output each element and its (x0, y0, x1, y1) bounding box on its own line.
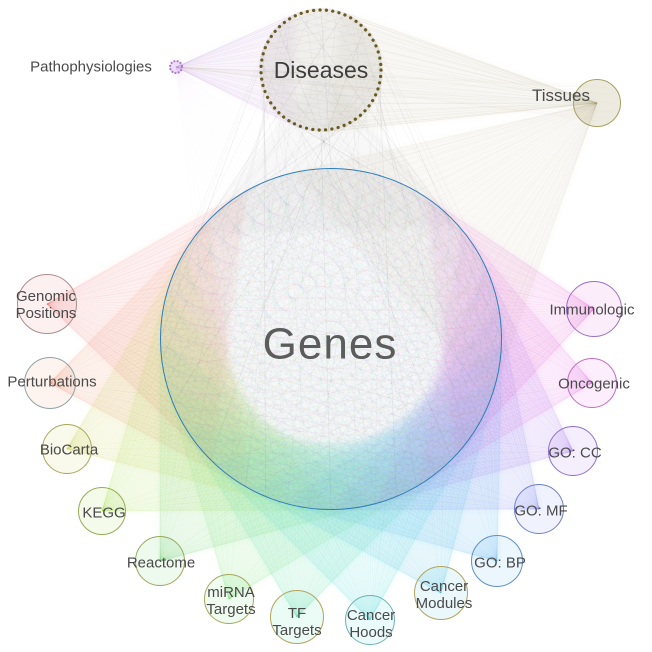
node-cancer-hoods[interactable] (345, 595, 395, 645)
node-mirna-targets[interactable] (204, 574, 254, 624)
node-oncogenic[interactable] (567, 358, 617, 408)
genes-node[interactable] (160, 168, 502, 510)
node-genomic-positions[interactable] (17, 274, 77, 334)
diseases-node[interactable] (259, 8, 383, 132)
pathophysiologies-node[interactable] (167, 58, 185, 76)
node-biocarta[interactable] (42, 424, 92, 474)
label-genomic-positions[interactable]: Genomic Positions (15, 287, 77, 322)
node-reactome[interactable] (135, 536, 185, 586)
tissues-label[interactable]: Tissues (532, 86, 590, 106)
label-immunologic[interactable]: Immunologic (549, 301, 635, 319)
label-cancer-modules[interactable]: Cancer Modules (415, 577, 473, 612)
label-kegg[interactable]: KEGG (82, 504, 126, 522)
diseases-label[interactable]: Diseases (273, 56, 369, 83)
node-kegg[interactable] (78, 487, 126, 535)
node-go-mf[interactable] (514, 484, 564, 534)
tissues-node[interactable] (573, 79, 621, 127)
pathophysiologies-dotted-ring (168, 59, 184, 75)
node-tf-targets[interactable] (270, 590, 324, 644)
label-cancer-hoods[interactable]: Cancer Hoods (346, 606, 396, 641)
node-cancer-modules[interactable] (414, 566, 468, 620)
label-go-mf[interactable]: GO: MF (514, 502, 568, 520)
label-tf-targets[interactable]: TF Targets (272, 604, 322, 639)
node-perturbations[interactable] (24, 357, 76, 409)
node-immunologic[interactable] (566, 281, 622, 337)
pathophysiologies-label[interactable]: Pathophysiologies (30, 58, 152, 76)
genes-label[interactable]: Genes (262, 319, 398, 369)
label-mirna-targets[interactable]: miRNA Targets (206, 583, 256, 618)
label-oncogenic[interactable]: Oncogenic (558, 375, 630, 393)
diseases-dotted-ring (259, 8, 383, 132)
label-perturbations[interactable]: Perturbations (7, 373, 97, 391)
label-go-bp[interactable]: GO: BP (474, 554, 526, 572)
label-reactome[interactable]: Reactome (126, 554, 196, 572)
node-go-bp[interactable] (471, 535, 523, 587)
label-biocarta[interactable]: BioCarta (39, 441, 99, 459)
label-go-cc[interactable]: GO: CC (548, 444, 602, 462)
node-go-cc[interactable] (548, 426, 598, 476)
